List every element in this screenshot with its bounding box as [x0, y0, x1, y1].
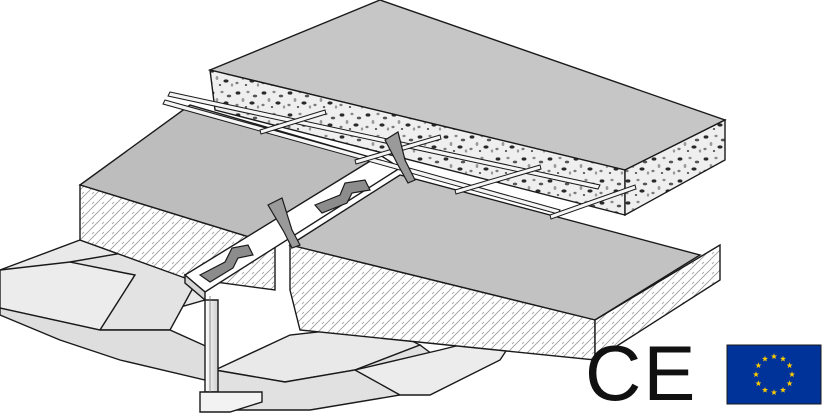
eu-star-icon — [755, 380, 762, 387]
rebar-cross-4 — [549, 184, 637, 220]
eu-star-icon — [779, 355, 787, 362]
connector-1 — [198, 244, 254, 283]
right-slab-side — [594, 243, 721, 362]
right-slab-front — [289, 244, 596, 361]
ce-mark: CE — [585, 329, 697, 417]
rebar-cross-1 — [259, 109, 327, 135]
eu-star-icon — [752, 371, 760, 378]
beam-web — [204, 299, 219, 393]
rebar-cross-3 — [454, 164, 542, 195]
connector-3 — [313, 179, 371, 214]
eu-flag-icon — [726, 344, 822, 405]
eu-star-icon — [755, 362, 762, 369]
topping-side-aggregate — [624, 118, 726, 217]
shear-connectors — [198, 131, 416, 283]
eu-star-icon — [779, 386, 787, 393]
beam-bottom-flange — [199, 391, 263, 413]
eu-star-icon — [770, 353, 778, 360]
right-slab — [288, 174, 721, 362]
eu-star-icon — [761, 386, 769, 393]
eu-star-icon — [786, 380, 793, 387]
eu-star-icon — [788, 371, 796, 378]
ce-mark-text: CE — [585, 329, 697, 417]
eu-star-icon — [761, 355, 769, 362]
eu-star-icon — [770, 389, 778, 396]
rebar-long-2 — [167, 91, 601, 190]
eu-star-icon — [786, 362, 793, 369]
connector-4 — [384, 131, 416, 184]
connector-2 — [267, 197, 301, 249]
eu-flag-stars — [752, 353, 796, 396]
